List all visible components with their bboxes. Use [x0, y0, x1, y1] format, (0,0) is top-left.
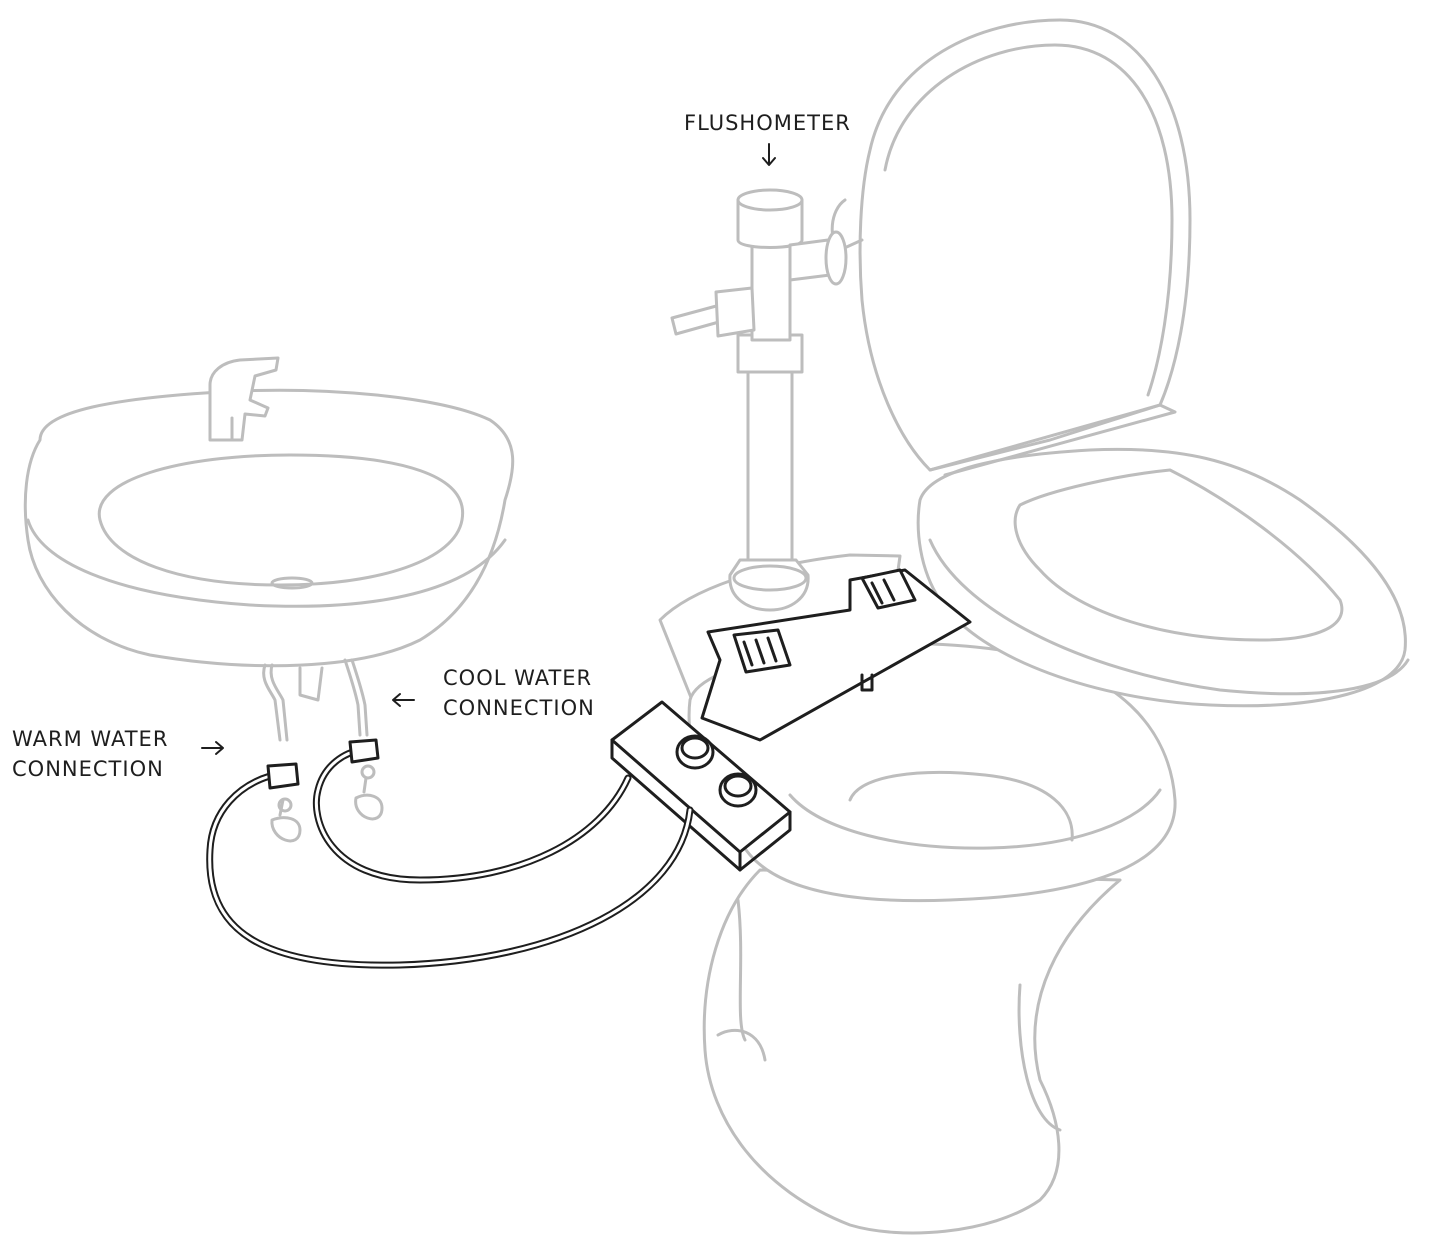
warm-water-label-line2: CONNECTION	[12, 757, 164, 781]
warm-water-label: WARM WATER CONNECTION	[12, 727, 224, 781]
toilet-bowl-inner	[848, 770, 1074, 842]
warm-connector-icon	[266, 762, 300, 790]
sink-inner-bowl	[97, 453, 465, 587]
sink-rim	[26, 518, 507, 608]
flushometer-cap	[736, 198, 804, 249]
flushometer-base	[728, 558, 810, 612]
bidet-nozzle	[860, 673, 874, 692]
cool-water-hose	[312, 738, 632, 884]
faucet-icon	[208, 356, 280, 442]
sink-drain	[270, 576, 314, 590]
cool-water-label: COOL WATER CONNECTION	[392, 666, 595, 720]
sink-drain-pipe	[298, 666, 324, 702]
cool-water-label-line1: COOL WATER	[443, 666, 592, 690]
bracket-left-icon	[732, 628, 792, 674]
bidet-attachment	[610, 568, 972, 872]
toilet-lid	[858, 18, 1192, 472]
warm-water-label-line1: WARM WATER	[12, 727, 168, 751]
temperature-knob-icon[interactable]	[718, 772, 758, 808]
warm-water-hose	[206, 762, 694, 969]
pressure-knob-icon[interactable]	[675, 734, 715, 770]
cool-connector-icon	[348, 738, 380, 764]
sink-basin-outer	[23, 388, 515, 668]
toilet	[658, 18, 1410, 1235]
left-arrow-icon	[392, 693, 415, 707]
bidet-arm	[700, 568, 972, 742]
flushometer-label: FLUSHOMETER	[684, 111, 851, 166]
right-arrow-icon	[201, 741, 224, 755]
flushometer	[670, 188, 848, 612]
flushometer-label-text: FLUSHOMETER	[684, 111, 851, 135]
flushometer-pipe	[746, 363, 794, 567]
toilet-pedestal	[702, 868, 1122, 1235]
down-arrow-icon	[762, 143, 776, 166]
sink-supply-lines	[262, 658, 384, 843]
cool-water-label-line2: CONNECTION	[443, 696, 595, 720]
warm-valve-icon	[270, 797, 302, 843]
toilet-seat-opening	[1013, 468, 1344, 642]
bracket-right-icon	[860, 568, 917, 610]
sink	[23, 356, 515, 702]
cool-valve-icon	[354, 764, 384, 821]
